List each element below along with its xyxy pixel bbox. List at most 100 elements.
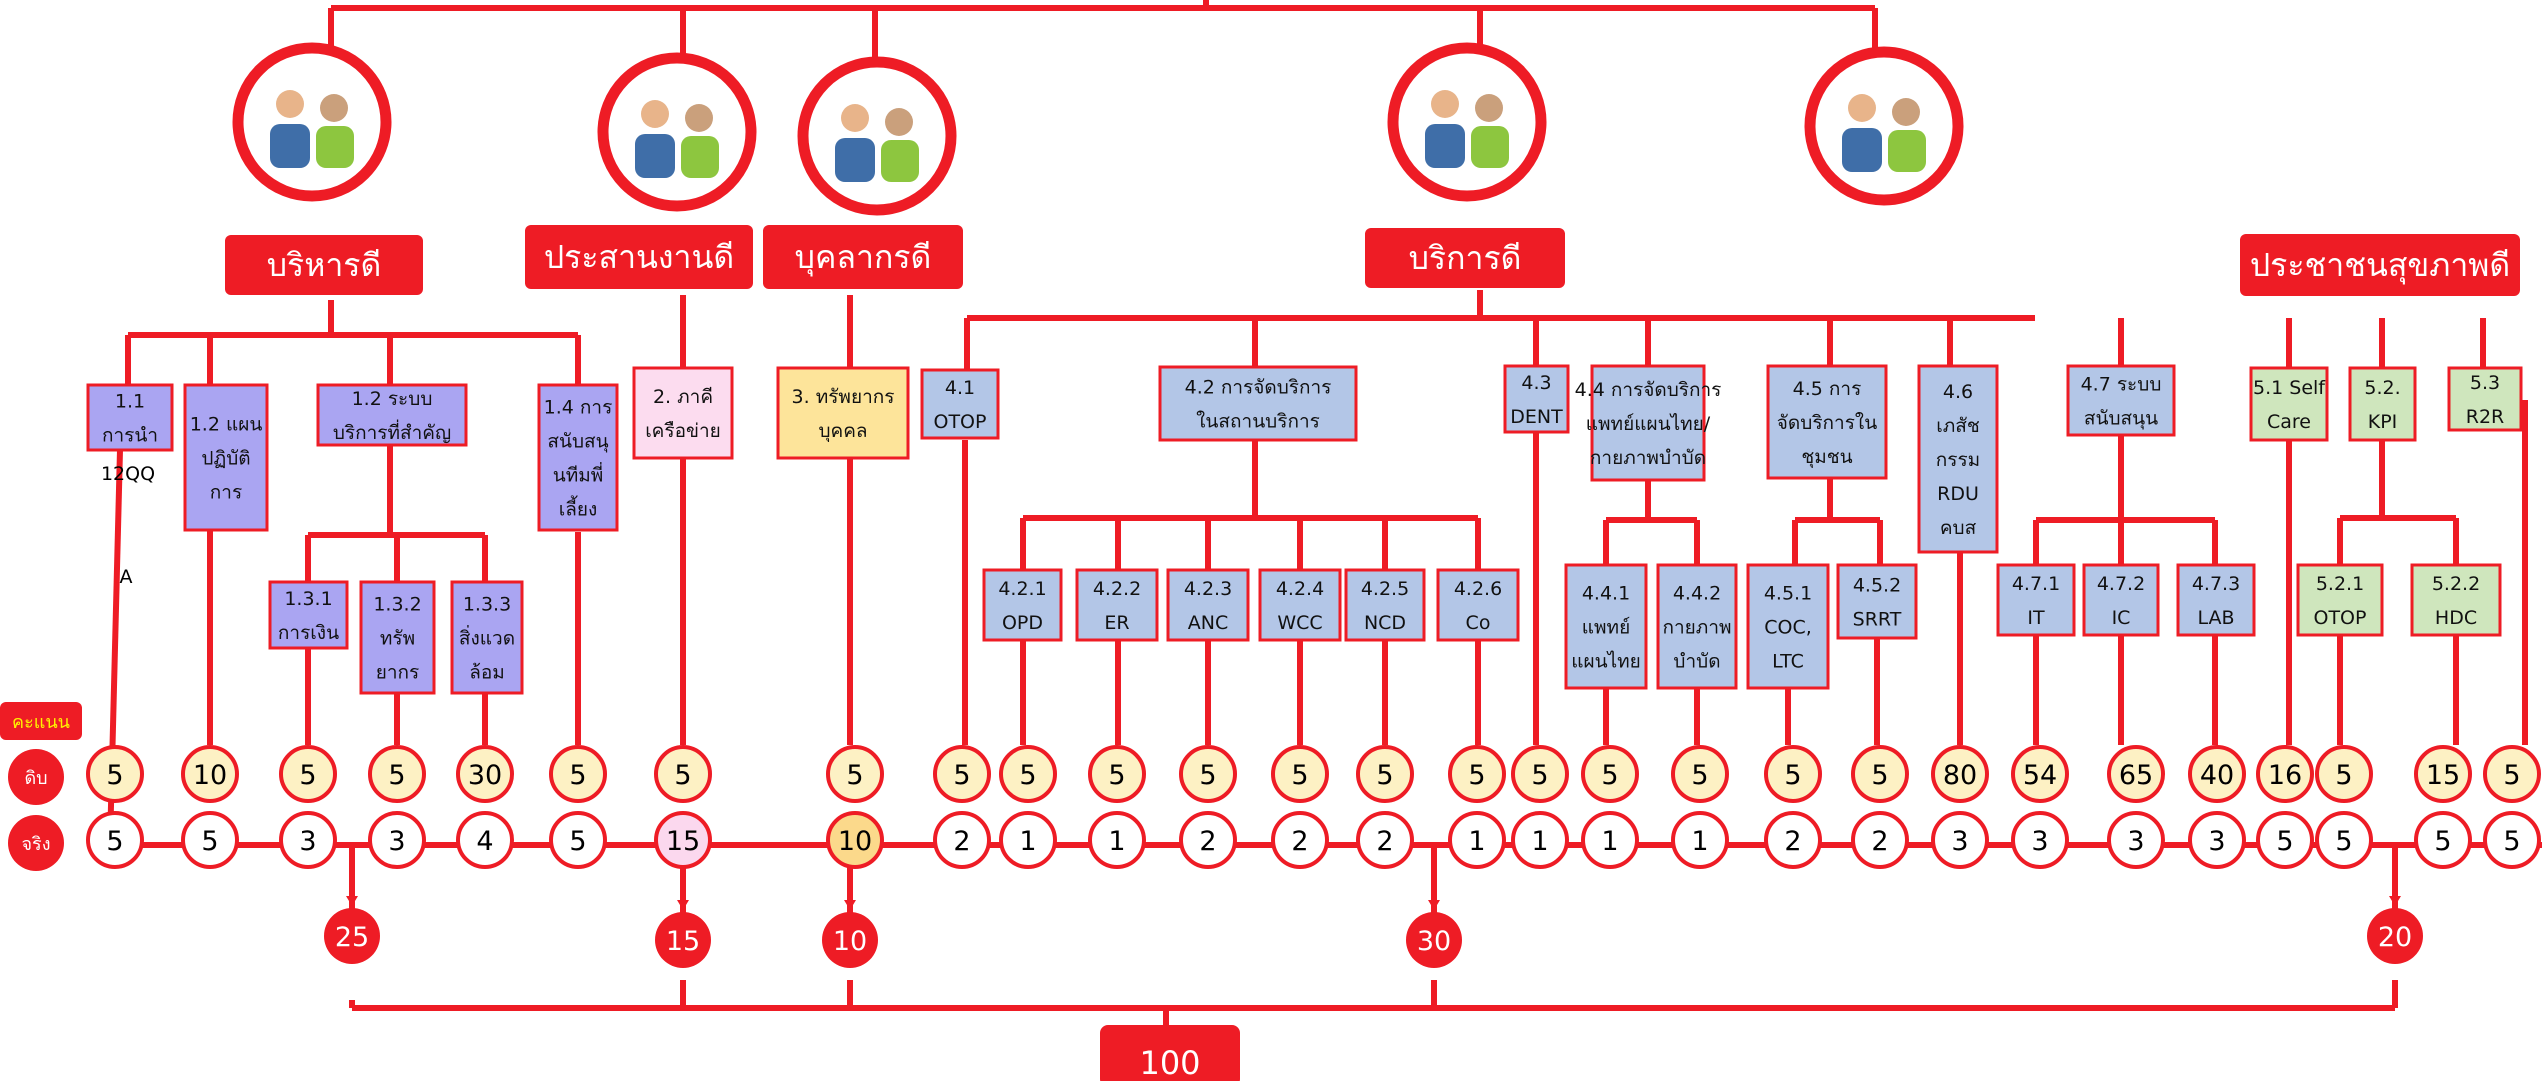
- criteria-box-text: การ: [210, 482, 242, 504]
- criteria-box-text: 1.3.1: [284, 588, 332, 610]
- raw-score-circle: 30: [456, 745, 514, 803]
- criteria-box-b52: 5.2. KPI: [2348, 366, 2417, 442]
- criteria-box-b471: 4.7.1IT: [1996, 563, 2076, 637]
- criteria-box-text: 5.1 Self: [2253, 377, 2326, 399]
- category-header-label: บริหารดี: [267, 246, 382, 284]
- actual-score-value: 2: [1376, 826, 1393, 857]
- actual-score-circle: 5: [2315, 811, 2373, 869]
- raw-score-circle: 10: [181, 745, 239, 803]
- criteria-box-text: กายภาพบำบัด: [1590, 447, 1706, 469]
- actual-score-value: 3: [299, 826, 316, 857]
- group-total-circle: 20: [2367, 896, 2423, 964]
- score-circles: 5510553533045551551052515152525251515151…: [86, 745, 2541, 1081]
- raw-score-value: 5: [106, 760, 123, 791]
- criteria-box-b472: 4.7.2IC: [2082, 563, 2160, 637]
- criteria-box-text: ยากร: [376, 662, 420, 684]
- raw-score-circle: 65: [2107, 745, 2165, 803]
- actual-score-value: 5: [2335, 826, 2352, 857]
- criteria-box-text: แพทย์แผนไทย/: [1586, 413, 1711, 435]
- criteria-box-text: บุคคล: [818, 420, 867, 443]
- group-total-value: 20: [2378, 922, 2412, 953]
- actual-score-circle: 5: [86, 811, 144, 869]
- criteria-box-text: นทีมพี่: [553, 462, 604, 487]
- raw-score-value: 30: [468, 760, 502, 791]
- actual-score-circle: 1: [1088, 811, 1146, 869]
- raw-score-circle: 15: [2414, 745, 2472, 803]
- raw-score-circle: 80: [1931, 745, 1989, 803]
- criteria-box-text: 2. ภาคี: [653, 386, 713, 408]
- raw-score-circle: 40: [2188, 745, 2246, 803]
- raw-score-value: 5: [388, 760, 405, 791]
- criteria-box-text: WCC: [1277, 612, 1322, 634]
- actual-score-circle: 5: [549, 811, 607, 869]
- criteria-box-text: 4.1: [945, 377, 975, 399]
- criteria-box-text: 4.2.1: [998, 578, 1046, 600]
- criteria-box-text: 1.3.2: [373, 594, 421, 616]
- actual-score-value: 2: [953, 826, 970, 857]
- raw-row-label: ดิบ: [8, 749, 64, 805]
- score-title-text: คะแนน: [12, 712, 70, 733]
- raw-score-circle: 5: [368, 745, 426, 803]
- raw-score-value: 5: [2335, 760, 2352, 791]
- actual-score-circle: 2: [1764, 811, 1822, 869]
- raw-score-value: 80: [1943, 760, 1977, 791]
- actual-score-circle: 5: [2414, 811, 2472, 869]
- criteria-box-text: 5.2.1: [2316, 573, 2364, 595]
- criteria-box-text: COC,: [1764, 617, 1812, 639]
- criteria-box-text: ล้อม: [469, 662, 505, 684]
- criteria-box-text: แผนไทย: [1571, 651, 1641, 673]
- actual-score-value: 10: [838, 826, 872, 857]
- raw-score-circle: 5: [1851, 745, 1909, 803]
- raw-score-circle: 54: [2011, 745, 2069, 803]
- raw-score-value: 10: [193, 760, 227, 791]
- actual-score-value: 1: [1019, 826, 1036, 857]
- actual-score-value: 3: [1951, 826, 1968, 857]
- criteria-box-text: สนับสนุ: [547, 431, 608, 454]
- criteria-box-text: KPI: [2368, 411, 2398, 433]
- criteria-box-text: 4.2.2: [1093, 578, 1141, 600]
- raw-score-value: 5: [1871, 760, 1888, 791]
- raw-score-circle: 5: [933, 745, 991, 803]
- raw-score-value: 54: [2023, 760, 2057, 791]
- criteria-box-text: การเงิน: [278, 622, 339, 644]
- criteria-box-text: 4.7.3: [2192, 573, 2240, 595]
- raw-score-circle: 5: [2483, 745, 2541, 803]
- criteria-box-text: NCD: [1364, 612, 1406, 634]
- criteria-box-text: 4.7.1: [2012, 573, 2060, 595]
- criteria-box-text: เครือข่าย: [645, 420, 721, 442]
- raw-score-value: 5: [1199, 760, 1216, 791]
- criteria-box-text: 4.2.3: [1184, 578, 1232, 600]
- grand-total-value: 100: [1139, 1044, 1200, 1081]
- actual-row-label: จริง: [8, 815, 64, 871]
- raw-score-value: 16: [2268, 760, 2302, 791]
- category-header-label: บริการดี: [1409, 239, 1522, 277]
- criteria-box-b132: 1.3.2ทรัพยากร: [359, 580, 436, 695]
- category-header: ประชาชนสุขภาพดี: [2240, 234, 2520, 296]
- connector-lines: [107, 0, 2542, 1025]
- raw-score-value: 5: [1376, 760, 1393, 791]
- actual-score-value: 2: [1199, 826, 1216, 857]
- grand-total: 100: [1100, 1025, 1240, 1081]
- criteria-box-text: 5.2.2: [2432, 573, 2480, 595]
- criteria-box-text: 4.2.4: [1276, 578, 1324, 600]
- criteria-box-text: OTOP: [2314, 607, 2367, 629]
- criteria-box-text: 5.2.: [2364, 377, 2400, 399]
- criteria-box-text: กายภาพ: [1662, 617, 1731, 639]
- category-header: บุคลากรดี: [763, 225, 963, 289]
- raw-score-value: 5: [1291, 760, 1308, 791]
- actual-score-circle: 2: [1271, 811, 1329, 869]
- actual-score-circle: 3: [2011, 811, 2069, 869]
